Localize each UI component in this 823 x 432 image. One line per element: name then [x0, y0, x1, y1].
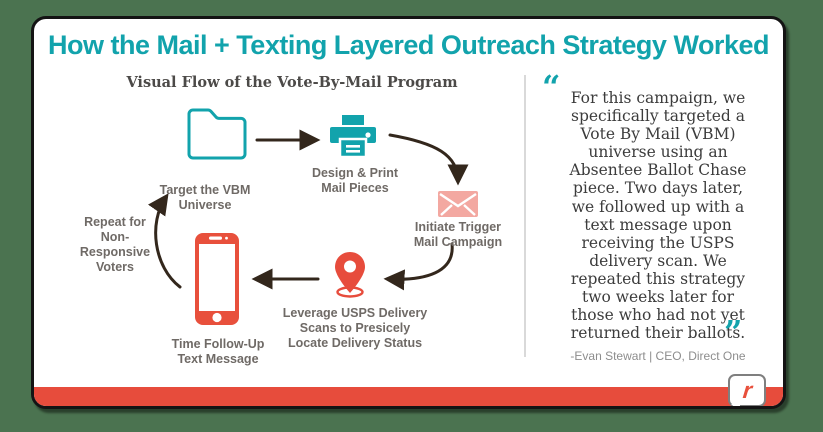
- step-label-design-print: Design & Print Mail Pieces: [311, 166, 399, 195]
- map-pin-icon: [333, 251, 367, 303]
- open-quote-icon: “: [542, 68, 561, 106]
- step-label-target-vbm: Target the VBM Universe: [159, 183, 251, 212]
- diagram-subtitle: Visual Flow of the Vote-By-Mail Program: [126, 74, 458, 91]
- footer-bar: [34, 387, 783, 406]
- envelope-icon: [438, 191, 478, 222]
- flow-arrows: [147, 129, 469, 291]
- logo-badge: r: [728, 374, 766, 406]
- arrow-printer-to-envelope: [388, 133, 469, 186]
- quote-text: For this campaign, we specifically targe…: [569, 89, 747, 343]
- vertical-divider: [524, 75, 526, 357]
- step-label-followup-text: Time Follow-Up Text Message: [171, 337, 265, 366]
- phone-icon: [194, 232, 240, 331]
- logo-letter-r: r: [741, 377, 753, 403]
- step-label-trigger-mail: Initiate Trigger Mail Campaign: [413, 220, 503, 249]
- arrow-phone-to-folder: [147, 193, 182, 289]
- infographic-card: How the Mail + Texting Layered Outreach …: [31, 16, 786, 409]
- arrow-envelope-to-pin: [383, 242, 454, 291]
- step-label-usps-scans: Leverage USPS Delivery Scans to Presicel…: [282, 306, 428, 350]
- close-quote-icon: ”: [724, 313, 743, 351]
- repeat-note: Repeat for Non- Responsive Voters: [79, 215, 151, 274]
- quote-attribution: -Evan Stewart | CEO, Direct One: [570, 349, 746, 363]
- folder-icon: [186, 105, 248, 166]
- page-title: How the Mail + Texting Layered Outreach …: [48, 30, 769, 60]
- printer-icon: [330, 115, 376, 164]
